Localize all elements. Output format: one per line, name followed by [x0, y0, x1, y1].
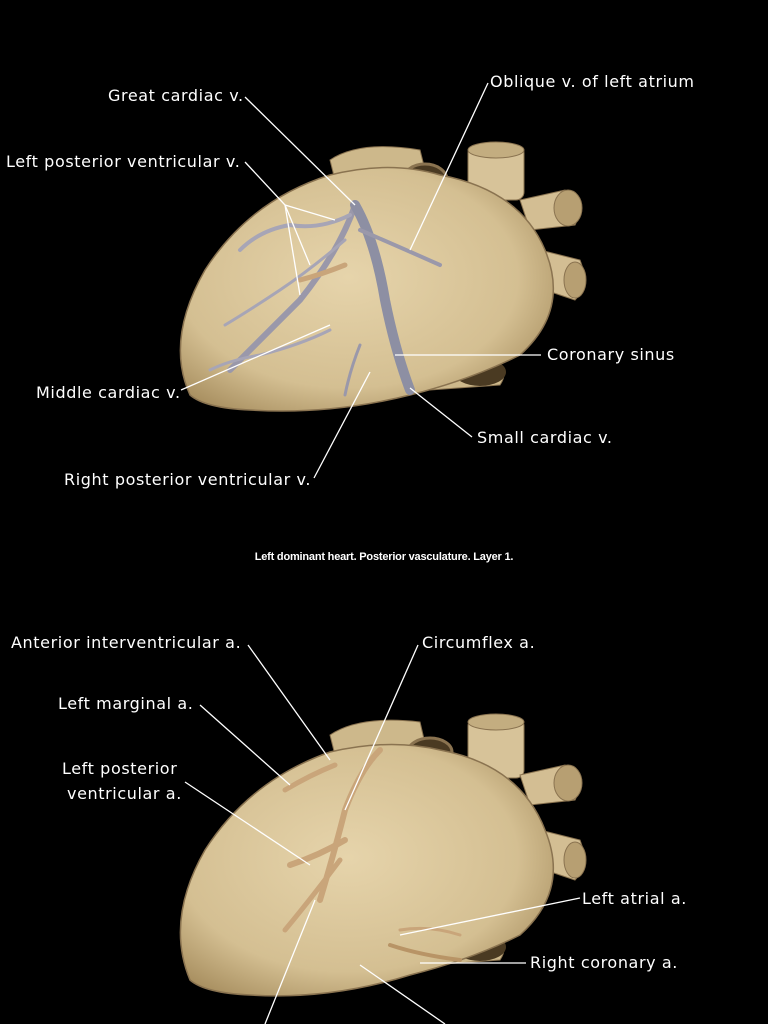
label-oblique-vein-left-atrium: Oblique v. of left atrium — [490, 72, 695, 91]
label-left-posterior-ventricular-artery-line1: Left posterior — [62, 759, 178, 778]
heart-illustration-posterior-veins — [179, 82, 587, 479]
figure-caption: Left dominant heart. Posterior vasculatu… — [254, 551, 514, 563]
top-panel: Great cardiac v. Left posterior ventricu… — [6, 72, 695, 489]
heart-body-bottom — [179, 743, 555, 997]
label-left-marginal-artery: Left marginal a. — [58, 694, 194, 713]
label-right-coronary-artery: Right coronary a. — [530, 953, 678, 972]
label-coronary-sinus: Coronary sinus — [547, 345, 675, 364]
label-left-posterior-ventricular-artery-line2: ventricular a. — [67, 784, 182, 803]
label-left-posterior-ventricular-vein: Left posterior ventricular v. — [6, 152, 241, 171]
label-right-posterior-ventricular-vein: Right posterior ventricular v. — [64, 470, 312, 489]
label-small-cardiac-vein: Small cardiac v. — [477, 428, 613, 447]
heart-illustration-posterior-arteries — [179, 644, 587, 1024]
cardiac-veins — [208, 200, 442, 397]
label-circumflex-artery: Circumflex a. — [422, 633, 536, 652]
label-left-atrial-artery: Left atrial a. — [582, 889, 687, 908]
bottom-panel: Anterior interventricular a. Circumflex … — [0, 600, 768, 1024]
coronary-arteries — [282, 747, 462, 962]
label-anterior-interventricular-artery: Anterior interventricular a. — [11, 633, 242, 652]
label-middle-cardiac-vein: Middle cardiac v. — [36, 383, 181, 402]
label-great-cardiac-vein: Great cardiac v. — [108, 86, 244, 105]
leader-lines-top — [180, 82, 541, 479]
leader-lines-bottom — [184, 644, 581, 1024]
